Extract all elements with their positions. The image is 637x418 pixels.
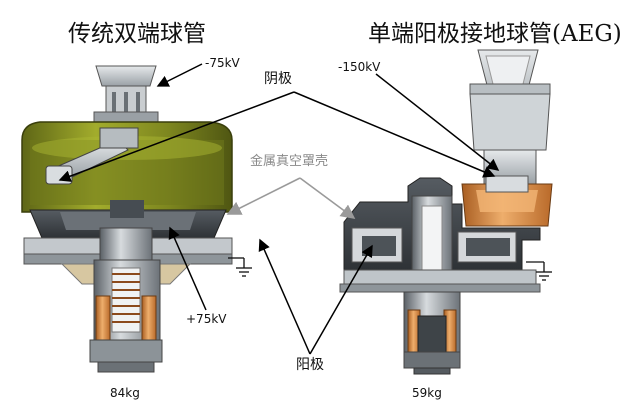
label-cathode: 阴极	[264, 71, 292, 87]
label-metal-shell: 金属真空罩壳	[250, 154, 329, 169]
left-tube	[21, 65, 233, 373]
arrow-minus75kv	[156, 63, 203, 87]
label-mass-left: 84kg	[110, 386, 140, 400]
ground-symbol-right	[526, 261, 552, 281]
title-right: 单端阳极接地球管(AEG)	[368, 21, 622, 47]
arrow-shell-right	[299, 177, 356, 219]
arrow-shell-left	[226, 177, 301, 215]
arrow-minus150kv	[375, 73, 500, 171]
label-minus150kv: -150kV	[338, 60, 381, 74]
label-plus75kv: +75kV	[186, 312, 227, 326]
arrow-anode-right	[309, 244, 373, 355]
title-left: 传统双端球管	[68, 21, 206, 47]
arrow-plus75kv	[168, 226, 207, 311]
arrow-cathode-left	[58, 91, 295, 182]
right-tube	[339, 49, 553, 375]
arrow-cathode-right	[293, 91, 496, 178]
arrow-anode-left	[258, 238, 311, 355]
label-mass-right: 59kg	[412, 386, 442, 400]
ground-symbol-left	[228, 257, 252, 277]
label-anode: 阳极	[296, 357, 324, 373]
label-minus75kv: -75kV	[205, 56, 240, 70]
